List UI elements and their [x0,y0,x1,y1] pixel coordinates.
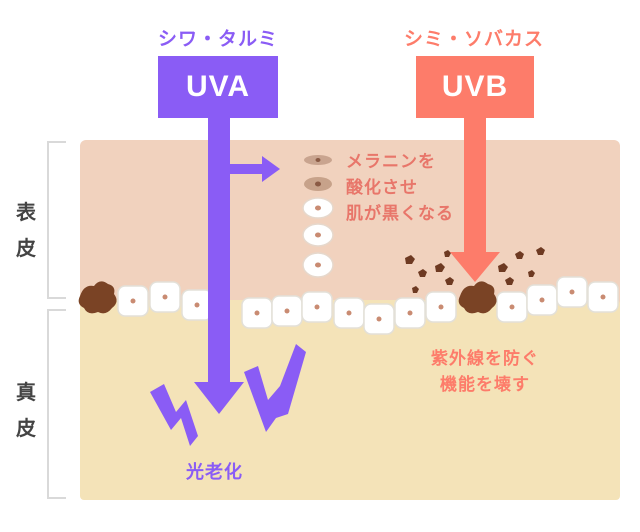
melanin-particles [405,247,545,293]
uvb-badge: UVB [416,56,534,118]
uva-effect-text: メラニンを 酸化させ 肌が黒くなる [346,149,454,227]
epidermis-bracket [47,141,66,299]
uvb-arrow-head [450,252,500,282]
uva-effect-line-1: メラニンを [346,152,436,172]
oxidation-cell-stack [302,155,334,278]
uva-badge: UVA [158,56,278,118]
uva-effect-line-3: 肌が黒くなる [346,204,454,224]
epidermis-label: 表皮 [16,200,36,260]
uvb-title: シミ・ソバカス [403,28,544,50]
lightning-bolt-right [244,344,306,432]
uvb-effect-line-1: 紫外線を防ぐ [431,349,539,369]
uva-title: シワ・タルミ [157,28,278,50]
dermis-label: 真皮 [16,380,36,440]
uva-branch-head [262,156,280,182]
uvb-effect-text: 紫外線を防ぐ 機能を壊す [410,346,560,398]
uva-arrow-shaft [208,115,230,385]
melanocyte-left [78,281,117,314]
uva-arrow-head [194,382,244,414]
dermis-bracket [47,309,66,499]
melanocyte-right [458,281,497,314]
uva-branch-shaft [230,164,264,174]
photoaging-label: 光老化 [186,462,243,483]
lightning-bolt-left [150,384,198,446]
uvb-effect-line-2: 機能を壊す [440,375,530,395]
basal-cell-nuclei [130,289,606,322]
uva-effect-line-2: 酸化させ [346,178,418,198]
uvb-arrow-shaft [464,115,486,255]
